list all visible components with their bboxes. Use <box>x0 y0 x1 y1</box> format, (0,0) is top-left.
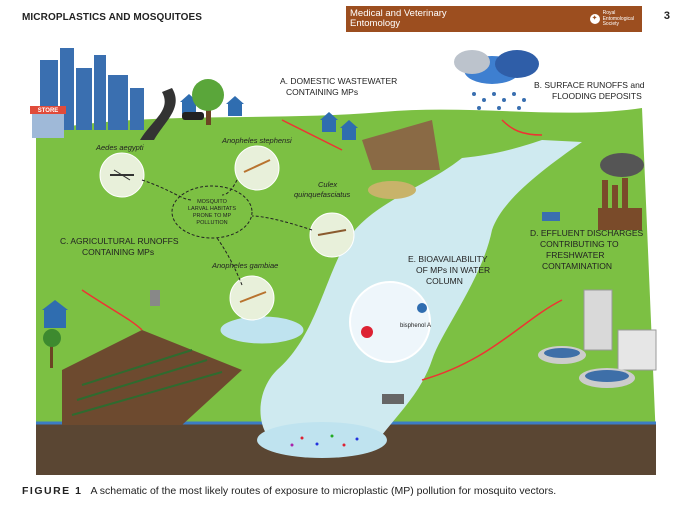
figure-illustration: STORE <box>22 40 662 480</box>
microplastic-particles <box>290 434 359 447</box>
figure-svg: STORE <box>22 40 662 480</box>
caption-text: A schematic of the most likely routes of… <box>90 485 557 497</box>
factory <box>598 153 644 230</box>
rain-cloud <box>454 50 539 84</box>
species-aedes: Aedes aegypti <box>95 143 144 152</box>
rain-drops <box>472 92 526 110</box>
mosquito-aedes <box>99 152 145 198</box>
store-sign: STORE <box>38 108 59 114</box>
mosquito-gambiae <box>229 275 275 321</box>
palm-tree <box>43 329 61 368</box>
label-a-line1: A. DOMESTIC WASTEWATER <box>280 76 397 86</box>
species-stephensi: Anopheles stephensi <box>221 136 292 145</box>
species-gambiae: Anopheles gambiae <box>211 261 278 270</box>
running-header-title: MICROPLASTICS AND MOSQUITOES <box>22 12 203 23</box>
label-b-line1: B. SURFACE RUNOFFS and <box>534 80 645 90</box>
label-d-line4: CONTAMINATION <box>542 261 612 271</box>
city-skyline <box>40 48 144 130</box>
puddle-habitat <box>368 181 416 199</box>
society-name: Royal Entomological Society <box>602 10 634 27</box>
caption-figure-label: FIGURE 1 <box>22 485 83 497</box>
mosquito-culex <box>309 212 355 258</box>
journal-banner: Medical and Veterinary Entomology ✦ Roya… <box>346 6 642 32</box>
label-c-line1: C. AGRICULTURAL RUNOFFS <box>60 236 179 246</box>
label-b-line2: FLOODING DEPOSITS <box>552 91 642 101</box>
habitat-line2: LARVAL HABITATS <box>188 206 236 212</box>
habitat-oval <box>171 185 253 239</box>
species-culex-line1: Culex <box>318 180 337 189</box>
bioavailability-inset <box>349 281 431 363</box>
label-d-line1: D. EFFLUENT DISCHARGES <box>530 228 644 238</box>
barn <box>42 300 68 328</box>
treatment-plant <box>538 289 657 388</box>
label-a-line2: CONTAINING MPs <box>286 87 358 97</box>
page-number: 3 <box>663 10 670 22</box>
dashed-links <box>141 179 313 286</box>
label-c-line2: CONTAINING MPs <box>82 247 154 257</box>
road <box>140 88 176 140</box>
label-e-line1: E. BIOAVAILABILITY <box>408 254 488 264</box>
mosquito-stephensi <box>234 145 280 191</box>
store-building: STORE <box>30 106 66 138</box>
sprinkler <box>150 290 160 306</box>
species-culex-line2: quinquefasciatus <box>294 190 351 199</box>
figure-caption: FIGURE 1 A schematic of the most likely r… <box>22 485 556 497</box>
truck <box>542 212 560 221</box>
hillside <box>362 120 440 170</box>
habitat-line1: MOSQUITO <box>197 199 228 205</box>
red-arrows <box>81 119 563 381</box>
journal-title: Medical and Veterinary Entomology <box>350 8 447 29</box>
tree <box>192 79 224 125</box>
underground-reservoir <box>257 422 387 458</box>
habitat-line3: PRONE TO MP <box>193 213 232 219</box>
larval-pond <box>219 315 305 345</box>
label-e-line2: OF MPs IN WATER <box>416 265 490 275</box>
label-e-line3: COLUMN <box>426 276 463 286</box>
river <box>260 140 582 435</box>
society-logo: ✦ Royal Entomological Society <box>589 10 634 28</box>
car <box>182 112 204 120</box>
label-d-line3: FRESHWATER <box>546 250 605 260</box>
outflow-pipe <box>382 394 404 404</box>
crop-rows <box>71 349 223 416</box>
label-d-line2: CONTRIBUTING TO <box>540 239 619 249</box>
habitat-line4: POLLUTION <box>196 220 227 226</box>
society-badge-icon: ✦ <box>589 14 600 25</box>
bisphenol-label: bisphenol A <box>400 323 431 329</box>
